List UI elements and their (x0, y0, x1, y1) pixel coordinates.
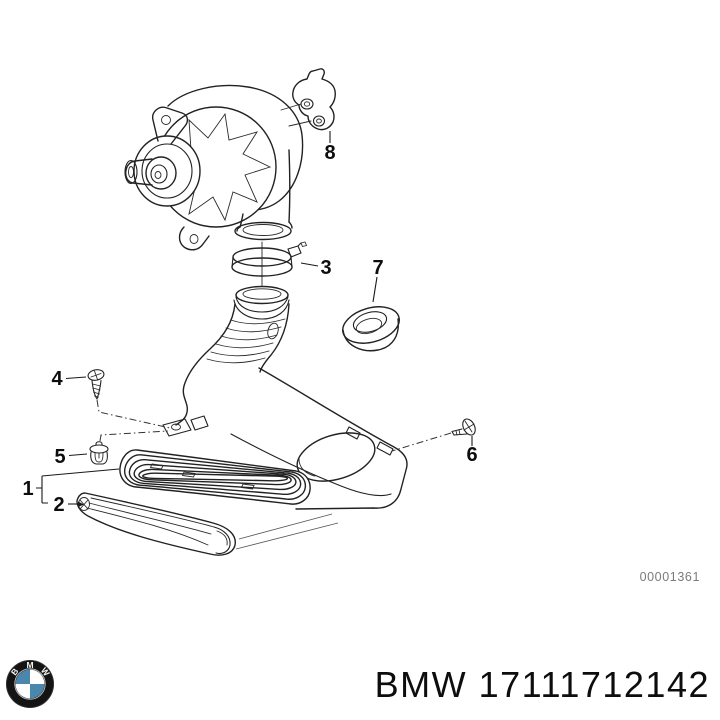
bmw-roundel-logo-icon: B M W (6, 660, 54, 708)
air-collector-housing (230, 367, 408, 510)
ribbed-duct (120, 450, 310, 504)
alternator-bottom-lug (178, 226, 210, 251)
expanding-clip-part5 (89, 441, 109, 465)
callout-3-label: 3 (320, 257, 331, 279)
hose-mounting-tab (162, 418, 192, 437)
drawing-number: 00001361 (640, 570, 700, 584)
callout-5-label: 5 (54, 446, 65, 468)
logo-letter-b: B (9, 666, 21, 677)
brand-text: BMW (374, 664, 468, 705)
housing-recess (296, 432, 376, 482)
alternator-top-ear (152, 106, 189, 145)
exploded-parts-drawing: 1 2 3 4 5 6 7 8 00001361 (22, 68, 700, 584)
logo-letter-m: M (26, 660, 33, 670)
logo-quadrant-white-sw (15, 684, 30, 699)
callout-4-label: 4 (51, 368, 63, 390)
logo-quadrant-white-ne (30, 669, 45, 684)
callout-leader-lines (36, 131, 473, 507)
intake-scoop-part2 (76, 492, 339, 556)
assembly-axis-lines (96, 399, 452, 452)
screw-part6 (451, 418, 476, 436)
callout-2-label: 2 (53, 494, 64, 516)
logo-quadrant-blue-nw (15, 669, 30, 684)
callout-numbers: 1 2 3 4 5 6 7 8 (22, 142, 477, 516)
callout-1-label: 1 (22, 478, 33, 500)
callout-7-label: 7 (372, 257, 383, 279)
housing-clip-tab (345, 426, 361, 440)
part-number-text: 17111712142 (478, 664, 710, 705)
callout-8-label: 8 (324, 142, 335, 164)
mounting-bracket-part8 (292, 68, 336, 131)
callout-6-label: 6 (466, 444, 477, 466)
screw-part4 (87, 369, 105, 400)
oval-grommet-part7 (342, 306, 400, 352)
housing-clip-tab (376, 441, 394, 456)
corrugated-hose (162, 285, 290, 437)
part-number-line: BMW 17111712142 (375, 664, 710, 706)
alternator-drawing (124, 84, 312, 251)
hose-clamp-part3 (231, 241, 308, 277)
logo-quadrant-blue-se (30, 684, 45, 699)
